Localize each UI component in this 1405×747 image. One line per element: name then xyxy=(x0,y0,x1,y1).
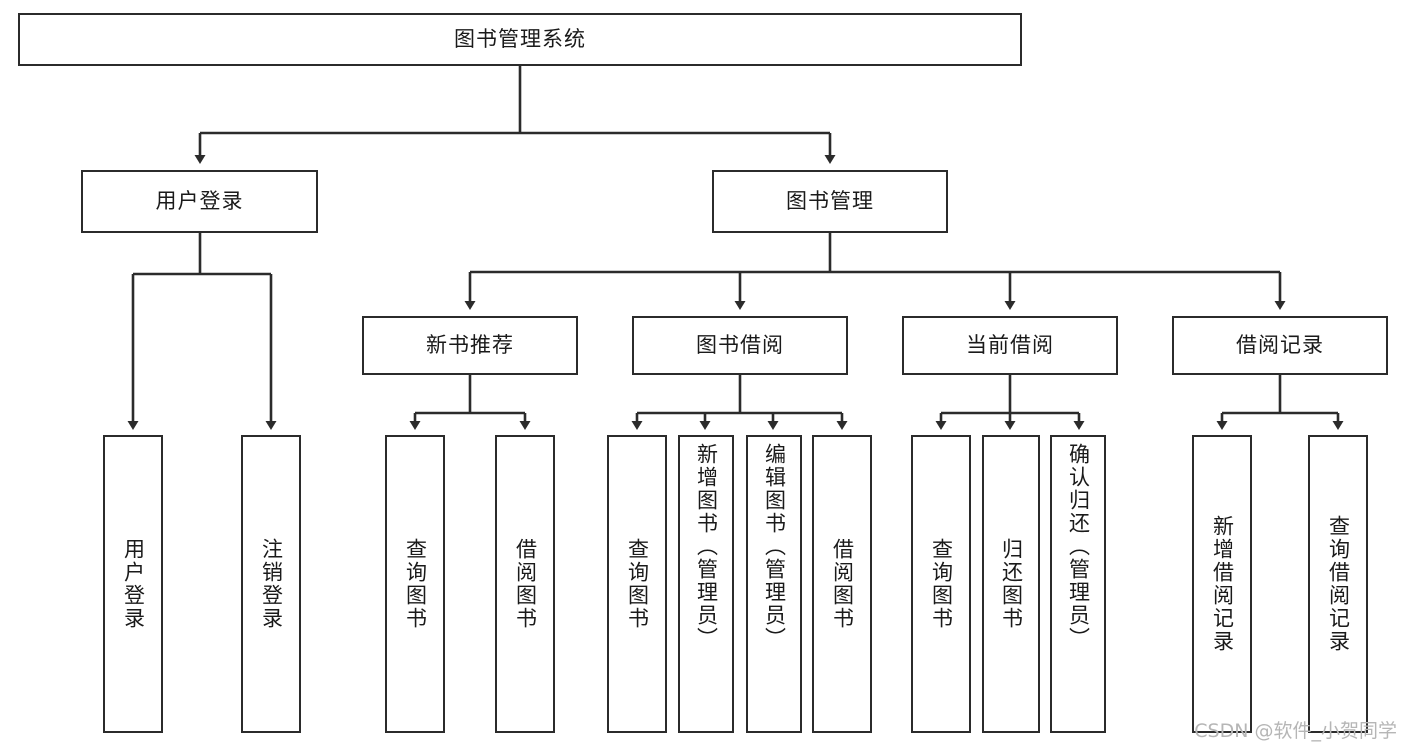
node-borrow-record[interactable]: 借阅记录 xyxy=(1172,316,1388,375)
node-label: 用户登录 xyxy=(155,188,244,213)
node-book-borrowing[interactable]: 图书借阅 xyxy=(632,316,848,375)
leaf-borrow-edit-book-admin[interactable]: 编辑图书（管理员） xyxy=(746,435,802,733)
leaf-borrow-query-books[interactable]: 查询图书 xyxy=(607,435,667,733)
node-label: 编辑图书（管理员） xyxy=(762,443,787,650)
node-label: 图书借阅 xyxy=(696,332,784,357)
leaf-record-query-borrow-record[interactable]: 查询借阅记录 xyxy=(1308,435,1368,733)
node-user-login[interactable]: 用户登录 xyxy=(81,170,318,233)
node-book-management[interactable]: 图书管理 xyxy=(712,170,948,233)
leaf-logout[interactable]: 注销登录 xyxy=(241,435,301,733)
node-label: 查询图书 xyxy=(625,538,650,630)
node-label: 用户登录 xyxy=(121,538,146,630)
node-label: 查询图书 xyxy=(403,538,428,630)
node-label: 确认归还（管理员） xyxy=(1066,443,1091,650)
node-label: 借阅图书 xyxy=(513,538,538,630)
node-label: 归还图书 xyxy=(999,538,1024,630)
leaf-current-return-books[interactable]: 归还图书 xyxy=(982,435,1040,733)
node-current-borrowing[interactable]: 当前借阅 xyxy=(902,316,1118,375)
node-label: 图书管理系统 xyxy=(454,26,586,51)
node-label: 新书推荐 xyxy=(426,332,514,357)
node-label: 查询图书 xyxy=(929,538,954,630)
node-label: 借阅图书 xyxy=(830,538,855,630)
leaf-current-query-books[interactable]: 查询图书 xyxy=(911,435,971,733)
leaf-record-add-borrow-record[interactable]: 新增借阅记录 xyxy=(1192,435,1252,733)
node-label: 注销登录 xyxy=(259,538,284,630)
node-label: 当前借阅 xyxy=(966,332,1054,357)
leaf-newbook-borrow-books[interactable]: 借阅图书 xyxy=(495,435,555,733)
node-label: 借阅记录 xyxy=(1236,332,1324,357)
leaf-user-login[interactable]: 用户登录 xyxy=(103,435,163,733)
node-label: 图书管理 xyxy=(786,188,874,213)
node-label: 新增图书（管理员） xyxy=(694,443,719,650)
leaf-borrow-add-book-admin[interactable]: 新增图书（管理员） xyxy=(678,435,734,733)
leaf-newbook-query-books[interactable]: 查询图书 xyxy=(385,435,445,733)
node-label: 新增借阅记录 xyxy=(1210,515,1235,653)
node-label: 查询借阅记录 xyxy=(1326,515,1351,653)
leaf-borrow-borrow-books[interactable]: 借阅图书 xyxy=(812,435,872,733)
leaf-current-confirm-return-admin[interactable]: 确认归还（管理员） xyxy=(1050,435,1106,733)
node-new-book-recommendation[interactable]: 新书推荐 xyxy=(362,316,578,375)
node-root-book-management-system[interactable]: 图书管理系统 xyxy=(18,13,1022,66)
